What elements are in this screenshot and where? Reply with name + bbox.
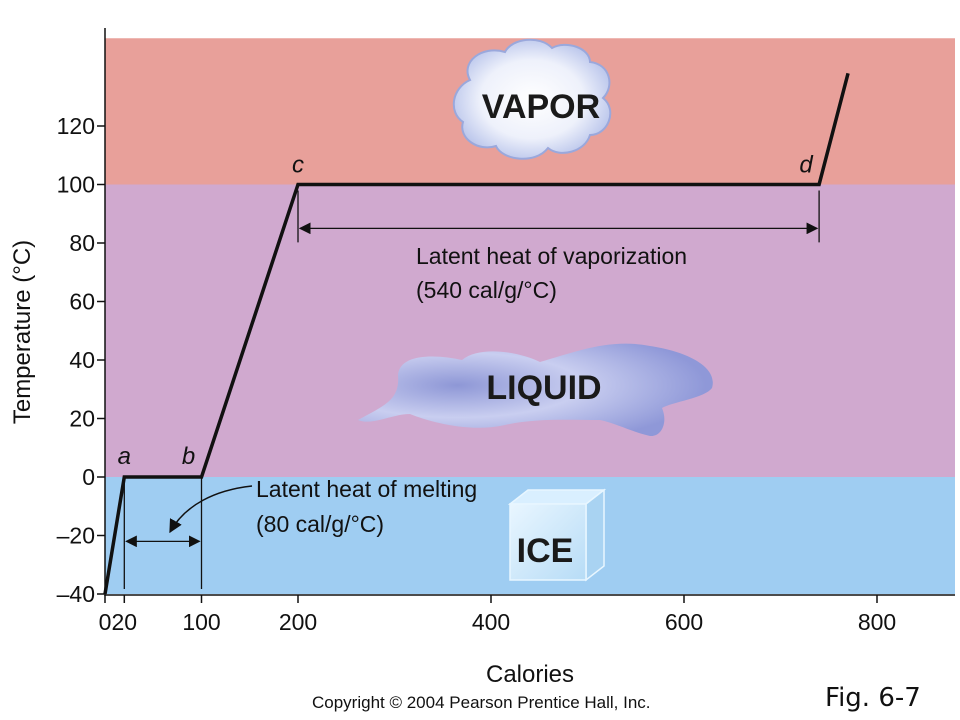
y-tick-label: –20: [57, 523, 95, 549]
y-tick-label: 80: [69, 230, 95, 256]
liquid-puddle-icon: [358, 343, 713, 437]
y-tick-label: 120: [57, 113, 95, 139]
point-labels: a b c d: [118, 152, 814, 471]
x-tick-label: 200: [279, 609, 317, 635]
x-tick-label: 400: [472, 609, 510, 635]
region-label-vapor: VAPOR: [482, 88, 600, 126]
y-tick-label: –40: [57, 581, 95, 607]
y-tick-label: 40: [69, 347, 95, 373]
vapor-cloud-icon: [452, 38, 612, 160]
x-tick-label: 600: [665, 609, 703, 635]
point-label-b: b: [182, 443, 195, 470]
x-tick-label: 20: [112, 609, 138, 635]
point-label-d: d: [799, 152, 813, 179]
vaporization-label: Latent heat of vaporization: [416, 243, 687, 269]
figure-label: Fig. 6-7: [825, 683, 921, 713]
region-label-liquid: LIQUID: [486, 369, 601, 407]
y-tick-label: 20: [69, 406, 95, 432]
x-tick-label: 800: [858, 609, 896, 635]
x-axis-title: Calories: [486, 661, 574, 688]
x-tick-label: 100: [182, 609, 220, 635]
heating-curve: [103, 72, 850, 595]
y-tick-label: 0: [82, 464, 95, 490]
melting-value: (80 cal/g/°C): [256, 511, 384, 537]
vaporization-value: (540 cal/g/°C): [416, 277, 557, 303]
ice-cube-side: [585, 488, 605, 582]
x-tick-label: 0: [99, 609, 112, 635]
annotations: Latent heat of vaporization (540 cal/g/°C…: [123, 190, 820, 589]
heating-curve-line: [103, 72, 850, 595]
y-tick-label: 100: [57, 172, 95, 198]
melting-pointer-arrow: [169, 485, 253, 534]
y-axis-title: Temperature (°C): [9, 240, 36, 424]
copyright-text: Copyright © 2004 Pearson Prentice Hall, …: [312, 693, 651, 712]
melting-label: Latent heat of melting: [256, 476, 477, 502]
axes: [104, 28, 955, 596]
ice-cube-icon: [509, 503, 587, 581]
region-label-ice: ICE: [517, 532, 574, 570]
y-tick-label: 60: [69, 289, 95, 315]
illustrations: VAPOR LIQUID ICE: [358, 38, 713, 582]
point-label-a: a: [118, 443, 131, 470]
point-label-c: c: [292, 152, 304, 179]
